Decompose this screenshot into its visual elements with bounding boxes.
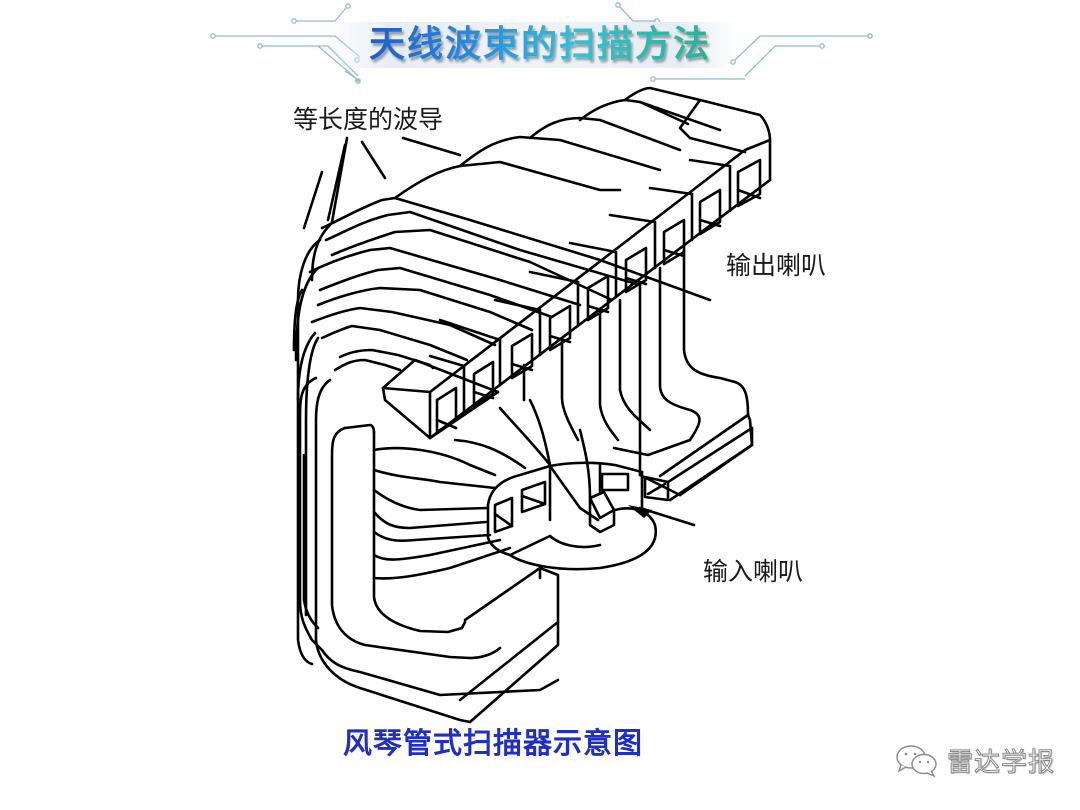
label-equal-length-waveguides: 等长度的波导 <box>293 105 444 134</box>
label-input-horn: 输入喇叭 <box>703 557 804 586</box>
title-banner <box>330 22 740 68</box>
label-output-horns: 输出喇叭 <box>726 251 827 280</box>
diagram-caption: 风琴管式扫描器示意图 <box>343 726 644 760</box>
watermark: 雷达学报 <box>895 742 1055 779</box>
wechat-icon <box>896 744 937 777</box>
label-leaders <box>302 136 696 527</box>
waveguide-tops <box>393 86 772 200</box>
converging-waveguides <box>372 398 592 580</box>
waveguide-bundle-upper <box>308 196 712 372</box>
input-arrow-head <box>628 505 652 518</box>
page-title: 天线波束的扫描方法 <box>350 22 730 68</box>
output-horn-apertures <box>435 158 762 434</box>
vertical-waveguides <box>522 248 754 497</box>
input-horn-assembly <box>486 426 754 571</box>
watermark-text: 雷达学报 <box>946 748 1056 779</box>
